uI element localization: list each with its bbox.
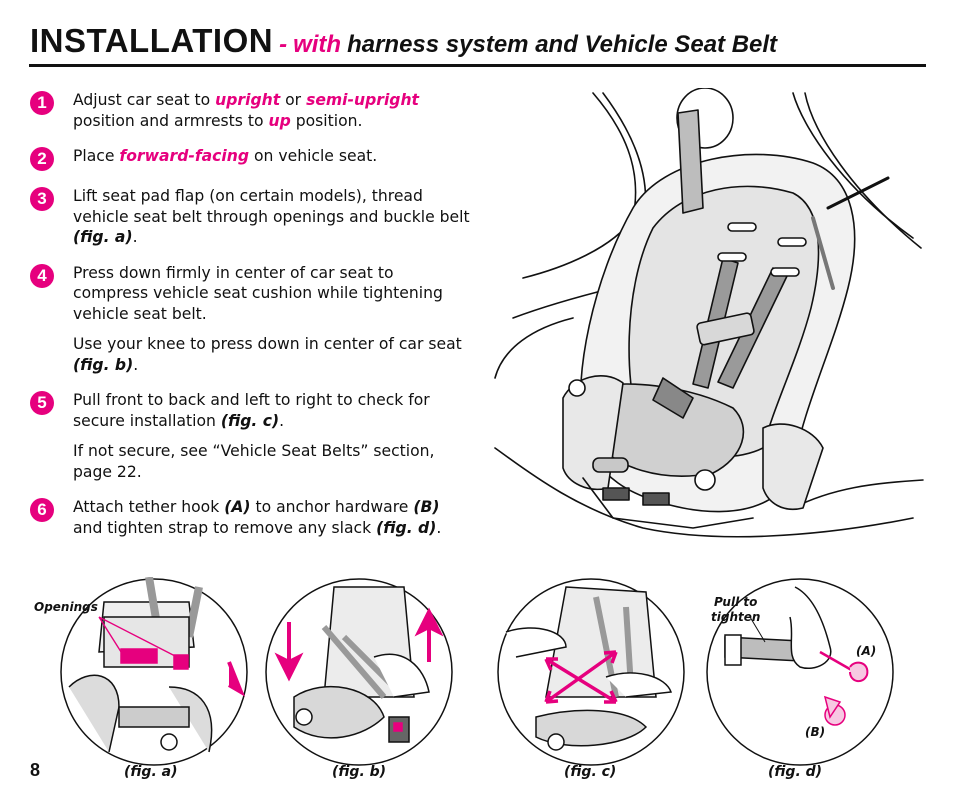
- step-number-badge: 1: [30, 91, 54, 115]
- step-text: If not secure, see “Vehicle Seat Belts” …: [73, 442, 435, 481]
- figure-c-illustration: [497, 578, 685, 766]
- figure-reference: (fig. a): [73, 228, 133, 246]
- step-text: .: [133, 355, 139, 374]
- tether-hook-label: (A): [856, 644, 877, 658]
- step-text: Use your knee to press down in center of…: [73, 335, 462, 353]
- caption-fig-c: (fig. c): [564, 764, 617, 780]
- step-text: position and armrests to: [73, 111, 269, 130]
- step-text: to anchor hardware: [250, 498, 414, 516]
- step-text: or: [280, 91, 307, 109]
- pull-label-line2: tighten: [711, 610, 761, 624]
- pull-label-line1: Pull to: [714, 595, 758, 609]
- step-3: 3 Lift seat pad flap (on certain models)…: [30, 186, 470, 248]
- step-number-badge: 2: [30, 147, 54, 171]
- step-number-badge: 3: [30, 187, 54, 211]
- step-2: 2 Place forward-facing on vehicle seat.: [30, 146, 470, 171]
- step-text: Adjust car seat to: [73, 91, 216, 109]
- figure-b-illustration: [265, 578, 453, 766]
- page-number: 8: [30, 760, 41, 780]
- title-with: with: [293, 31, 342, 58]
- keyword: up: [268, 111, 291, 130]
- figure-reference: (fig. d): [376, 518, 437, 537]
- step-text: on vehicle seat.: [249, 147, 378, 165]
- step-5: 5 Pull front to back and left to right t…: [30, 390, 470, 482]
- anchor-hardware-label: (B): [805, 725, 826, 739]
- figure-a-illustration: [60, 577, 248, 766]
- step-text: Attach tether hook: [73, 498, 225, 516]
- instruction-steps: 1 Adjust car seat to upright or semi-upr…: [30, 90, 470, 553]
- step-text: .: [132, 228, 138, 246]
- car-seat-illustration: [494, 88, 924, 538]
- step-text: Place: [73, 147, 120, 165]
- pull-to-tighten-label: Pull to tighten: [711, 595, 760, 625]
- title-dash: -: [279, 31, 288, 58]
- keyword: forward-facing: [119, 147, 250, 165]
- keyword: upright: [215, 91, 281, 109]
- step-text: position.: [290, 111, 363, 130]
- step-text: Lift seat pad flap (on certain models), …: [73, 187, 470, 226]
- step-number-badge: 6: [30, 498, 54, 522]
- figure-reference: (fig. b): [73, 355, 134, 374]
- caption-fig-b: (fig. b): [332, 764, 387, 780]
- title-rest: harness system and Vehicle Seat Belt: [347, 31, 778, 58]
- step-4: 4 Press down firmly in center of car sea…: [30, 263, 470, 376]
- title-rule: [29, 64, 926, 67]
- label-b: (B): [413, 498, 440, 516]
- title-main: INSTALLATION: [30, 22, 274, 59]
- figure-d-illustration: [706, 578, 894, 766]
- step-1: 1 Adjust car seat to upright or semi-upr…: [30, 90, 470, 131]
- openings-label: Openings: [34, 600, 98, 614]
- step-text: Pull front to back and left to right to …: [73, 391, 430, 430]
- step-text: and tighten strap to remove any slack: [73, 518, 377, 537]
- keyword: semi-upright: [306, 91, 420, 109]
- caption-fig-a: (fig. a): [124, 764, 178, 780]
- step-number-badge: 4: [30, 263, 54, 288]
- step-text: Press down firmly in center of car seat …: [73, 263, 443, 323]
- step-text: .: [279, 411, 285, 430]
- step-text: .: [436, 518, 442, 537]
- step-6: 6 Attach tether hook (A) to anchor hardw…: [30, 497, 470, 538]
- step-number-badge: 5: [30, 391, 54, 415]
- caption-fig-d: (fig. d): [768, 764, 823, 780]
- figure-reference: (fig. c): [220, 411, 280, 430]
- label-a: (A): [224, 498, 251, 516]
